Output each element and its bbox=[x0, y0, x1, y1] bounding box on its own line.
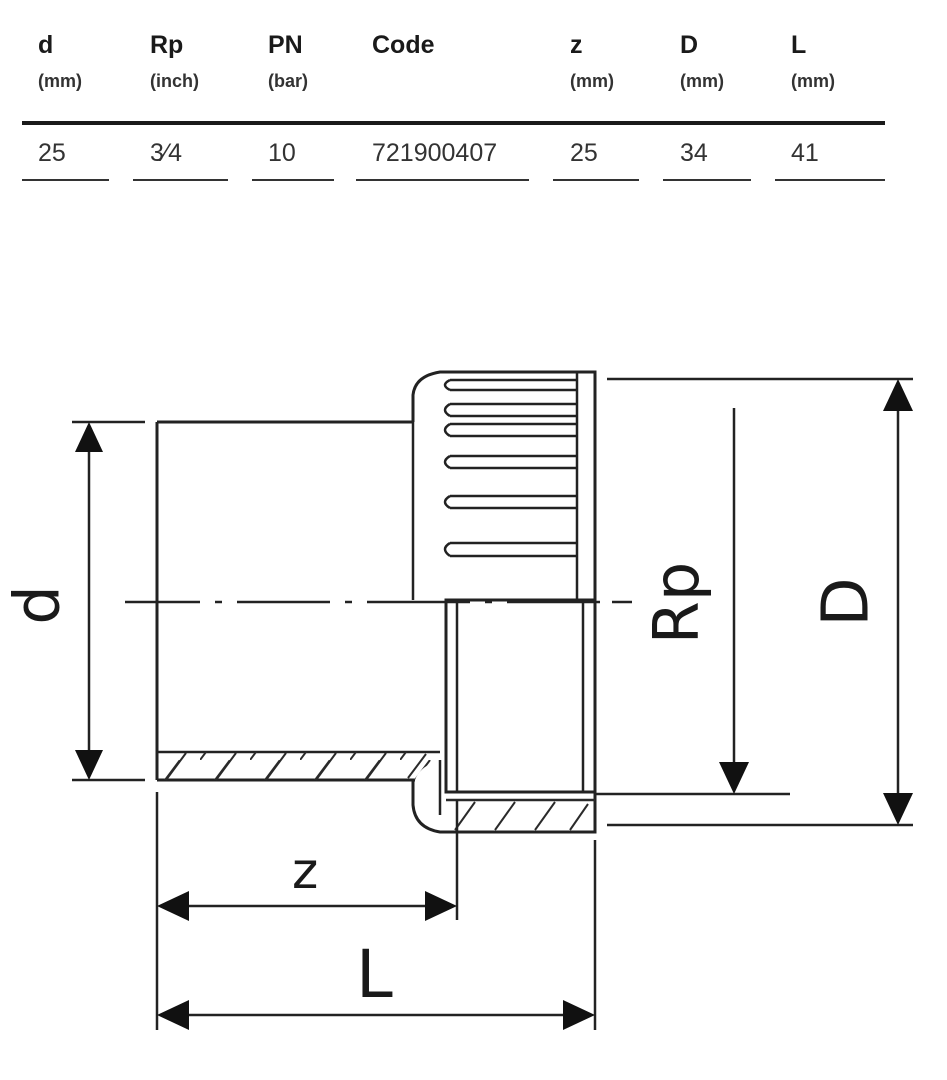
label-rp: Rp bbox=[640, 561, 714, 645]
nut-ribs bbox=[443, 378, 577, 558]
dimension-d bbox=[72, 420, 145, 782]
table-cell-z: 25 bbox=[570, 139, 598, 167]
nut-wall-hatch bbox=[446, 798, 595, 831]
header-big-d: D (mm) bbox=[680, 31, 724, 91]
table-cell-d: 25 bbox=[38, 139, 66, 167]
cell-underline bbox=[356, 179, 529, 181]
cell-underline bbox=[775, 179, 885, 181]
label-big-d: D bbox=[809, 577, 884, 627]
header-pn: PN (bar) bbox=[268, 31, 308, 91]
cell-underline bbox=[133, 179, 228, 181]
cell-underline bbox=[663, 179, 751, 181]
label-z: z bbox=[292, 842, 319, 900]
spigot-wall-hatch bbox=[157, 752, 440, 781]
dimension-z bbox=[155, 792, 459, 1030]
table-cell-l: 41 bbox=[791, 139, 819, 167]
dimension-big-d bbox=[607, 377, 913, 827]
header-l: L (mm) bbox=[791, 31, 835, 91]
table-cell-big-d: 34 bbox=[680, 139, 708, 167]
header-d: d (mm) bbox=[38, 31, 82, 91]
spec-table: d (mm) Rp (inch) PN (bar) Code z (mm) D … bbox=[0, 0, 947, 200]
table-cell-rp: 3⁄4 bbox=[150, 139, 182, 167]
dimension-l bbox=[157, 840, 597, 1030]
threaded-socket bbox=[438, 598, 597, 815]
table-cell-code: 721900407 bbox=[372, 139, 498, 167]
header-rp: Rp (inch) bbox=[150, 31, 199, 91]
header-rule bbox=[22, 121, 885, 125]
header-code: Code bbox=[372, 31, 435, 59]
label-d: d bbox=[0, 585, 74, 625]
table-cell-pn: 10 bbox=[268, 139, 296, 167]
label-l: L bbox=[356, 936, 393, 1013]
header-z: z (mm) bbox=[570, 31, 614, 91]
cell-underline bbox=[553, 179, 639, 181]
dimension-rp bbox=[595, 408, 790, 796]
cell-underline bbox=[22, 179, 109, 181]
cell-underline bbox=[252, 179, 334, 181]
